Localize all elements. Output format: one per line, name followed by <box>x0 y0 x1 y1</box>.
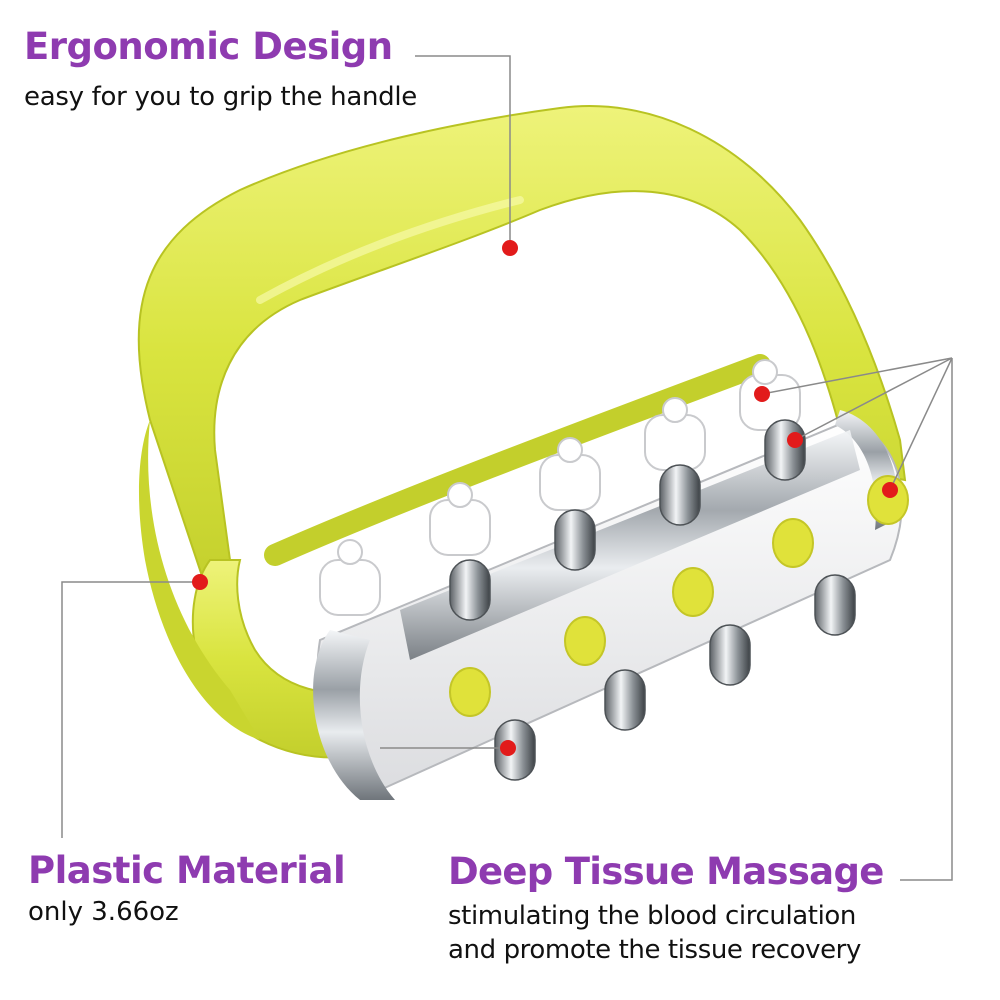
plastic-material-title: Plastic Material <box>28 849 346 892</box>
leader-lines <box>61 55 953 881</box>
deep-tissue-massage-line2: and promote the tissue recovery <box>448 935 861 965</box>
yellow-dots <box>449 475 909 717</box>
ergonomic-design-title: Ergonomic Design <box>24 25 393 68</box>
ergonomic-design-subtitle: easy for you to grip the handle <box>24 82 417 112</box>
roller-drum <box>313 410 903 800</box>
red-markers <box>192 240 898 756</box>
plastic-material-subtitle: only 3.66oz <box>28 897 179 927</box>
deep-tissue-massage-line1: stimulating the blood circulation <box>448 901 857 931</box>
white-nubs <box>319 359 801 616</box>
deep-tissue-massage-title: Deep Tissue Massage <box>448 850 884 893</box>
